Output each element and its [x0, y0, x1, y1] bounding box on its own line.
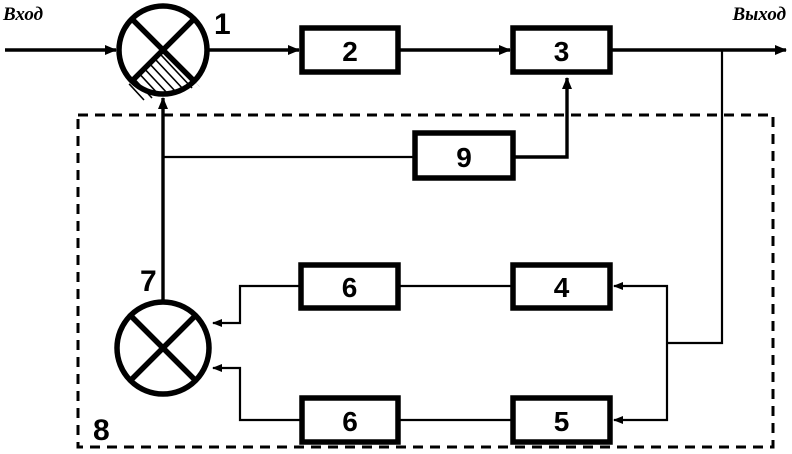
block-2[interactable]: 2 — [299, 25, 401, 75]
block-5[interactable]: 5 — [510, 395, 613, 445]
block-6-bottom-label: 6 — [342, 406, 358, 437]
junction-7-label: 7 — [140, 265, 157, 298]
input-label: Вход — [2, 4, 43, 25]
block-5-label: 5 — [554, 406, 570, 437]
output-label: Выход — [731, 4, 786, 25]
block-6-bottom-rect — [299, 395, 401, 445]
block-3-rect — [510, 25, 613, 75]
block-4[interactable]: 4 — [510, 262, 613, 311]
block-3-label: 3 — [554, 36, 570, 67]
junction-1-label: 1 — [214, 8, 231, 41]
block-6-top-rect — [298, 262, 401, 311]
block-2-rect — [299, 25, 401, 75]
wire-output-tap-down — [667, 50, 724, 345]
block-6-bottom[interactable]: 6 — [299, 395, 401, 445]
block-4-rect — [510, 262, 613, 311]
group-8-dashed-boundary — [76, 113, 775, 449]
block-9[interactable]: 9 — [412, 130, 516, 181]
group-8-label: 8 — [93, 414, 110, 447]
junction-1-cross — [129, 16, 197, 84]
block-5-rect — [510, 395, 613, 445]
block-6-top[interactable]: 6 — [298, 262, 401, 311]
wire-block-6-bottom-to-junction-7 — [212, 364, 302, 422]
block-9-rect — [412, 130, 516, 181]
block-2-label: 2 — [342, 36, 358, 67]
block-9-label: 9 — [456, 142, 472, 173]
wire-tap-to-block-5 — [613, 343, 669, 424]
wire-tap-to-block-4 — [613, 282, 669, 343]
wire-block-9-to-block-3 — [513, 77, 572, 159]
junction-1[interactable]: 1 — [96, 3, 232, 101]
block-6-top-label: 6 — [342, 272, 358, 303]
junction-7[interactable]: 7 — [114, 265, 212, 397]
block-3[interactable]: 3 — [510, 25, 613, 75]
block-4-label: 4 — [554, 272, 570, 303]
junction-7-cross — [128, 313, 198, 383]
wire-block-6-top-to-junction-7 — [212, 284, 301, 327]
